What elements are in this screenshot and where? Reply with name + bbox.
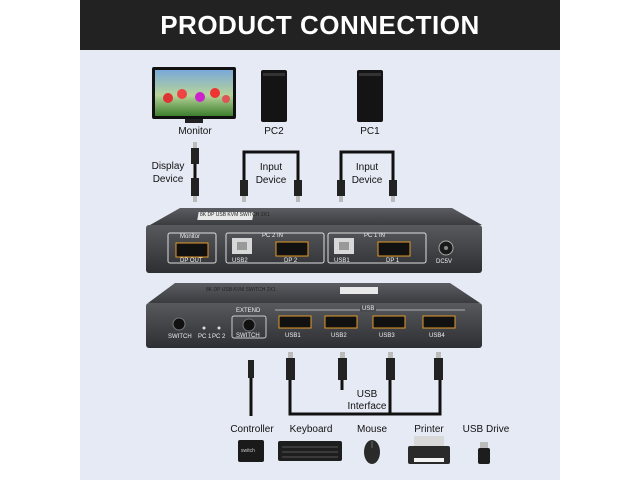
usb-drive-label: USB Drive <box>462 424 510 435</box>
front-usb3-label: USB3 <box>379 333 395 339</box>
controller-icon <box>238 440 264 462</box>
controller-badge: switch <box>241 448 255 454</box>
dp-out-label: DP OUT <box>180 258 203 264</box>
pc2-in-label: PC 2 IN <box>262 233 284 239</box>
extend-switch-label: SWITCH <box>236 333 260 339</box>
monitor-icon <box>152 67 236 123</box>
extend-label: EXTEND <box>236 308 261 314</box>
front-usb2-label: USB2 <box>331 333 347 339</box>
dp2-label: DP 2 <box>284 258 298 264</box>
printer-label: Printer <box>414 424 444 435</box>
display-cable-icon <box>191 142 199 202</box>
pc2-label: PC2 <box>264 126 284 137</box>
front-usb1-label: USB1 <box>285 333 301 339</box>
monitor-label: Monitor <box>178 126 212 137</box>
keyboard-icon <box>278 441 342 461</box>
pc1-input-cable-icon <box>337 150 397 202</box>
mouse-icon <box>364 440 380 464</box>
dc5v-label: DC5V <box>436 259 453 265</box>
pc2-input-device-label: Input Device <box>255 162 287 186</box>
pc1-tower-icon <box>357 70 383 122</box>
pc2-led-label: PC 2 <box>212 334 226 340</box>
dp1-label: DP 1 <box>386 258 400 264</box>
back-model-label: 8K DP USB KVM SWITCH 2X1 <box>200 212 270 218</box>
kvm-back-panel <box>146 208 482 273</box>
printer-icon <box>408 436 450 464</box>
usb-cables-icon <box>248 352 443 416</box>
usb-drive-icon <box>478 442 490 464</box>
pc1-input-device-label: Input Device <box>351 162 383 186</box>
controller-label: Controller <box>230 424 274 435</box>
switch-label: SWITCH <box>168 334 192 340</box>
back-usb1-label: USB1 <box>334 258 350 264</box>
mouse-label: Mouse <box>356 424 387 435</box>
front-usb4-label: USB4 <box>429 333 445 339</box>
kvm-front-panel <box>146 283 482 348</box>
back-usb2-label: USB2 <box>232 258 248 264</box>
page-title: PRODUCT CONNECTION <box>80 0 560 50</box>
pc1-label: PC1 <box>360 126 380 137</box>
back-monitor-label: Monitor <box>180 234 201 240</box>
front-model-label: 8K DP USB KVM SWITCH 2X1 <box>206 287 276 293</box>
usb-group-label: USB <box>360 306 377 312</box>
pc2-input-cable-icon <box>240 150 302 202</box>
pc1-led-label: PC 1 <box>198 334 212 340</box>
keyboard-label: Keyboard <box>289 424 333 435</box>
pc2-tower-icon <box>261 70 287 122</box>
display-device-label: Display Device <box>151 161 185 185</box>
pc1-in-label: PC 1 IN <box>364 233 386 239</box>
usb-interface-label: USB Interface <box>347 389 387 412</box>
